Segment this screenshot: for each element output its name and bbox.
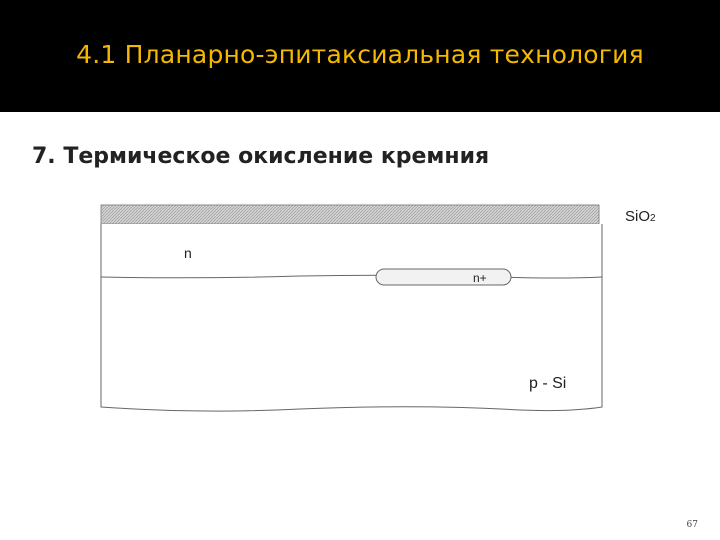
epi-layer-label: n xyxy=(184,245,192,261)
epi-substrate-boundary xyxy=(100,274,603,279)
slide-subtitle: 7. Термическое окисление кремния xyxy=(32,144,490,169)
page-number: 67 xyxy=(686,520,698,530)
title-bar: 4.1 Планарно-эпитаксиальная технология xyxy=(0,0,720,112)
buried-layer xyxy=(375,268,512,286)
substrate-label: p - Si xyxy=(529,375,566,392)
slide-title: 4.1 Планарно-эпитаксиальная технология xyxy=(76,40,644,69)
buried-layer-label: n+ xyxy=(473,271,487,285)
wafer-body xyxy=(100,224,603,412)
oxide-label: SiO2 xyxy=(625,208,656,225)
oxide-layer xyxy=(100,204,600,225)
